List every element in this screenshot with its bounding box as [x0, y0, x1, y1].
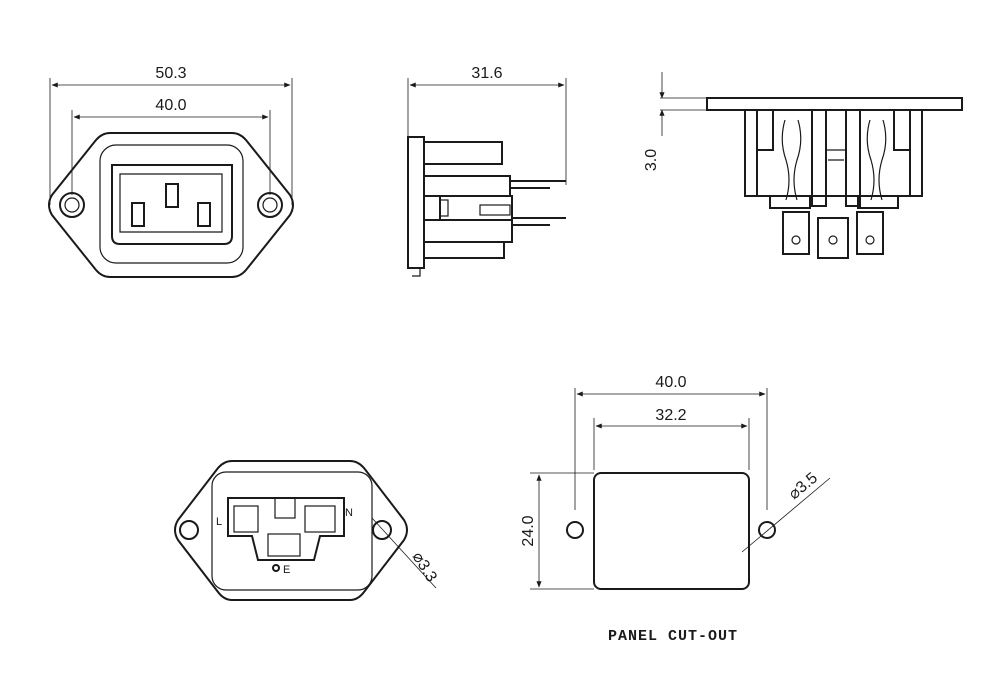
rear-hole-diameter-label: ⌀3.3	[409, 549, 440, 585]
dim-hole-spacing: 40.0	[71, 97, 271, 195]
section-view: 3.0	[643, 72, 963, 259]
rear-label-line: L	[216, 516, 222, 528]
panel-cutout-view: 40.0 32.2 24.0 ⌀3.5 PANEL CUT-OUT	[520, 374, 831, 645]
side-view: 31.6	[407, 65, 567, 277]
front-view: 50.3 40.0	[48, 65, 294, 278]
dim-overall-width: 50.3	[49, 65, 293, 205]
rear-flange-outline	[174, 460, 408, 601]
rear-label-earth: E	[283, 564, 290, 576]
front-pin-earth	[165, 183, 179, 208]
rear-left-hole	[179, 520, 199, 540]
cutout-hole-spacing-label: 40.0	[655, 374, 686, 391]
section-terminal-left	[782, 211, 810, 255]
front-pin-line	[131, 202, 145, 227]
rear-right-hole	[372, 520, 392, 540]
cutout-left-hole	[566, 521, 584, 539]
front-flange-outline	[48, 132, 294, 278]
front-right-hole	[257, 192, 283, 218]
front-pin-neutral	[197, 202, 211, 227]
panel-cutout-caption: PANEL CUT-OUT	[608, 628, 738, 645]
cutout-right-hole	[758, 521, 776, 539]
rear-view: L N E ⌀3.3	[174, 460, 440, 601]
front-left-hole	[59, 192, 85, 218]
section-terminal-right	[856, 211, 884, 255]
dim-depth: 31.6	[407, 65, 567, 185]
section-terminal-middle	[817, 217, 849, 259]
front-socket-body	[111, 164, 233, 245]
cutout-rectangle	[593, 472, 750, 590]
dim-flange-thickness: 3.0	[643, 72, 720, 171]
overall-width-label: 50.3	[155, 65, 186, 82]
dim-cutout-width: 32.2	[593, 407, 750, 470]
rear-label-neutral: N	[345, 507, 353, 519]
hole-spacing-label: 40.0	[155, 97, 186, 114]
cutout-width-label: 32.2	[655, 407, 686, 424]
flange-thickness-label: 3.0	[643, 149, 660, 171]
depth-label: 31.6	[471, 65, 502, 82]
dim-cutout-height: 24.0	[520, 472, 594, 590]
cutout-hole-diameter-label: ⌀3.5	[786, 469, 821, 503]
dim-cutout-hole-spacing: 40.0	[574, 374, 768, 510]
cutout-height-label: 24.0	[520, 515, 537, 546]
